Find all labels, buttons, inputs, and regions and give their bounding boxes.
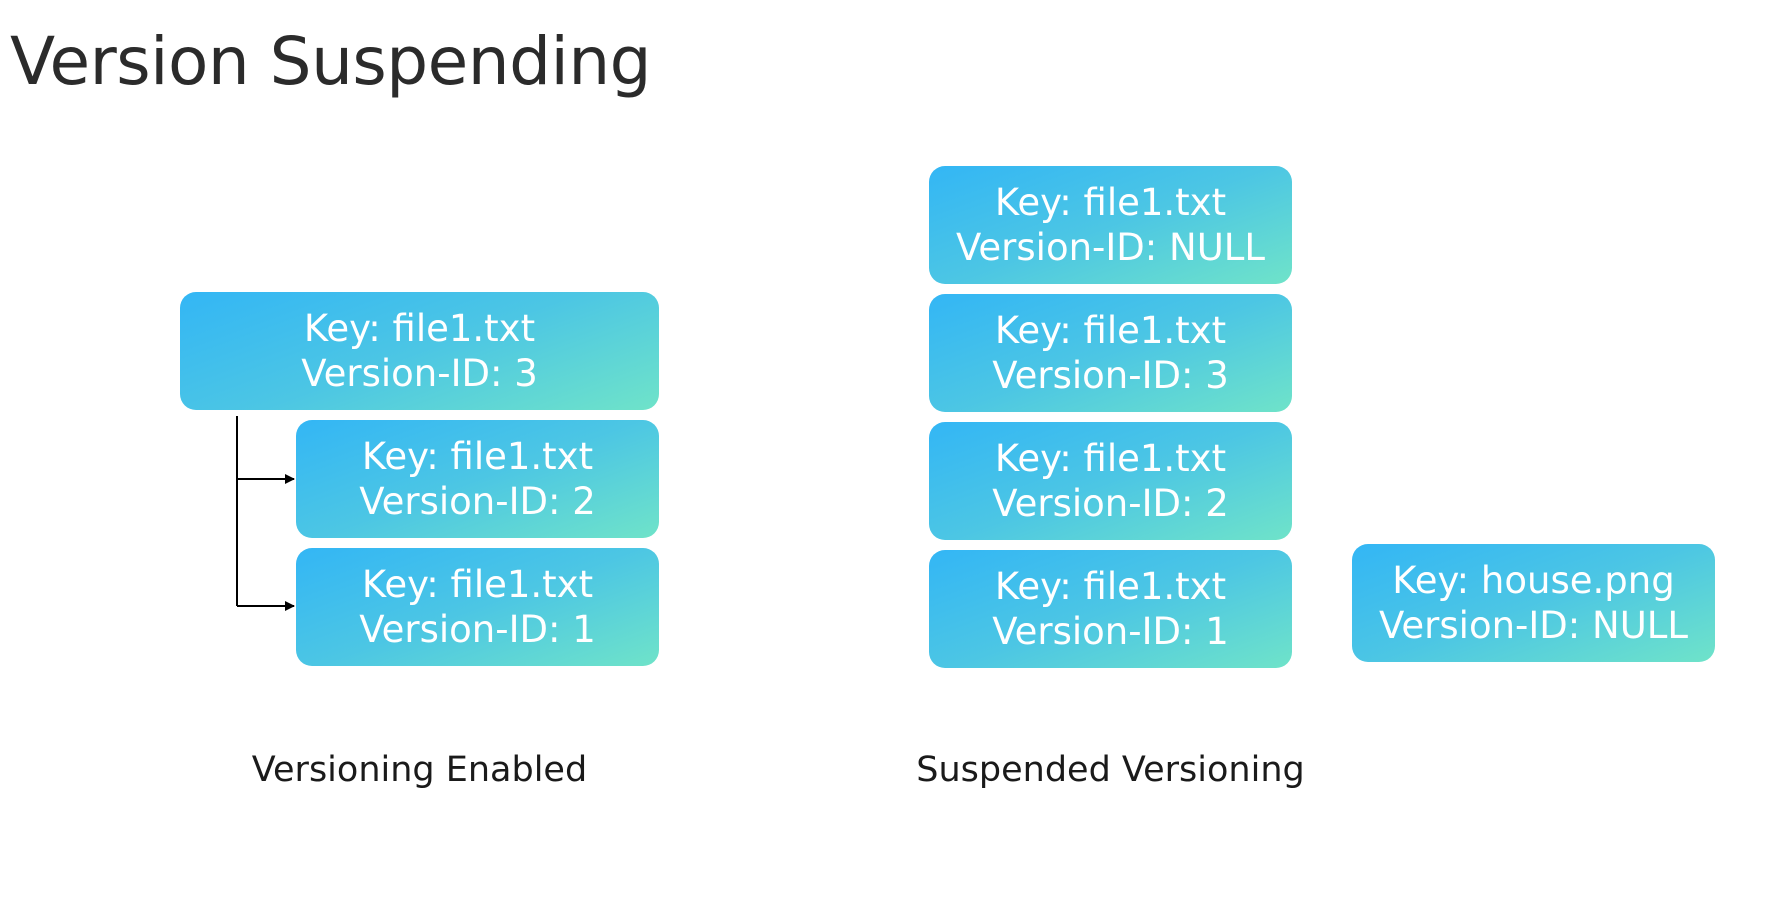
object-version-label: Version-ID: 1 — [359, 608, 596, 651]
object-version-label: Version-ID: NULL — [1378, 604, 1689, 647]
versioning-enabled-caption: Versioning Enabled — [251, 750, 588, 790]
suspended-object-version-1[interactable]: Key: file1.txt Version-ID: 1 — [929, 550, 1292, 668]
page-title: Version Suspending — [10, 23, 652, 100]
object-version-label: Version-ID: 3 — [301, 352, 538, 395]
object-version-label: Version-ID: 3 — [992, 354, 1229, 397]
suspended-object-version-2[interactable]: Key: file1.txt Version-ID: 2 — [929, 422, 1292, 540]
object-key-label: Key: file1.txt — [361, 563, 594, 606]
suspended-object-house-png[interactable]: Key: house.png Version-ID: NULL — [1352, 544, 1715, 662]
suspended-object-version-3[interactable]: Key: file1.txt Version-ID: 3 — [929, 294, 1292, 412]
object-key-label: Key: house.png — [1392, 559, 1675, 602]
object-key-label: Key: file1.txt — [994, 437, 1227, 480]
object-key-label: Key: file1.txt — [361, 435, 594, 478]
enabled-object-version-1[interactable]: Key: file1.txt Version-ID: 1 — [296, 548, 659, 666]
object-key-label: Key: file1.txt — [994, 181, 1227, 224]
object-key-label: Key: file1.txt — [994, 565, 1227, 608]
suspended-versioning-caption: Suspended Versioning — [916, 750, 1305, 790]
object-version-label: Version-ID: 2 — [359, 480, 596, 523]
suspended-object-version-null[interactable]: Key: file1.txt Version-ID: NULL — [929, 166, 1292, 284]
enabled-object-version-2[interactable]: Key: file1.txt Version-ID: 2 — [296, 420, 659, 538]
object-version-label: Version-ID: NULL — [955, 226, 1266, 269]
enabled-object-version-3[interactable]: Key: file1.txt Version-ID: 3 — [180, 292, 659, 410]
object-version-label: Version-ID: 1 — [992, 610, 1229, 653]
object-key-label: Key: file1.txt — [994, 309, 1227, 352]
object-version-label: Version-ID: 2 — [992, 482, 1229, 525]
object-key-label: Key: file1.txt — [303, 307, 536, 350]
